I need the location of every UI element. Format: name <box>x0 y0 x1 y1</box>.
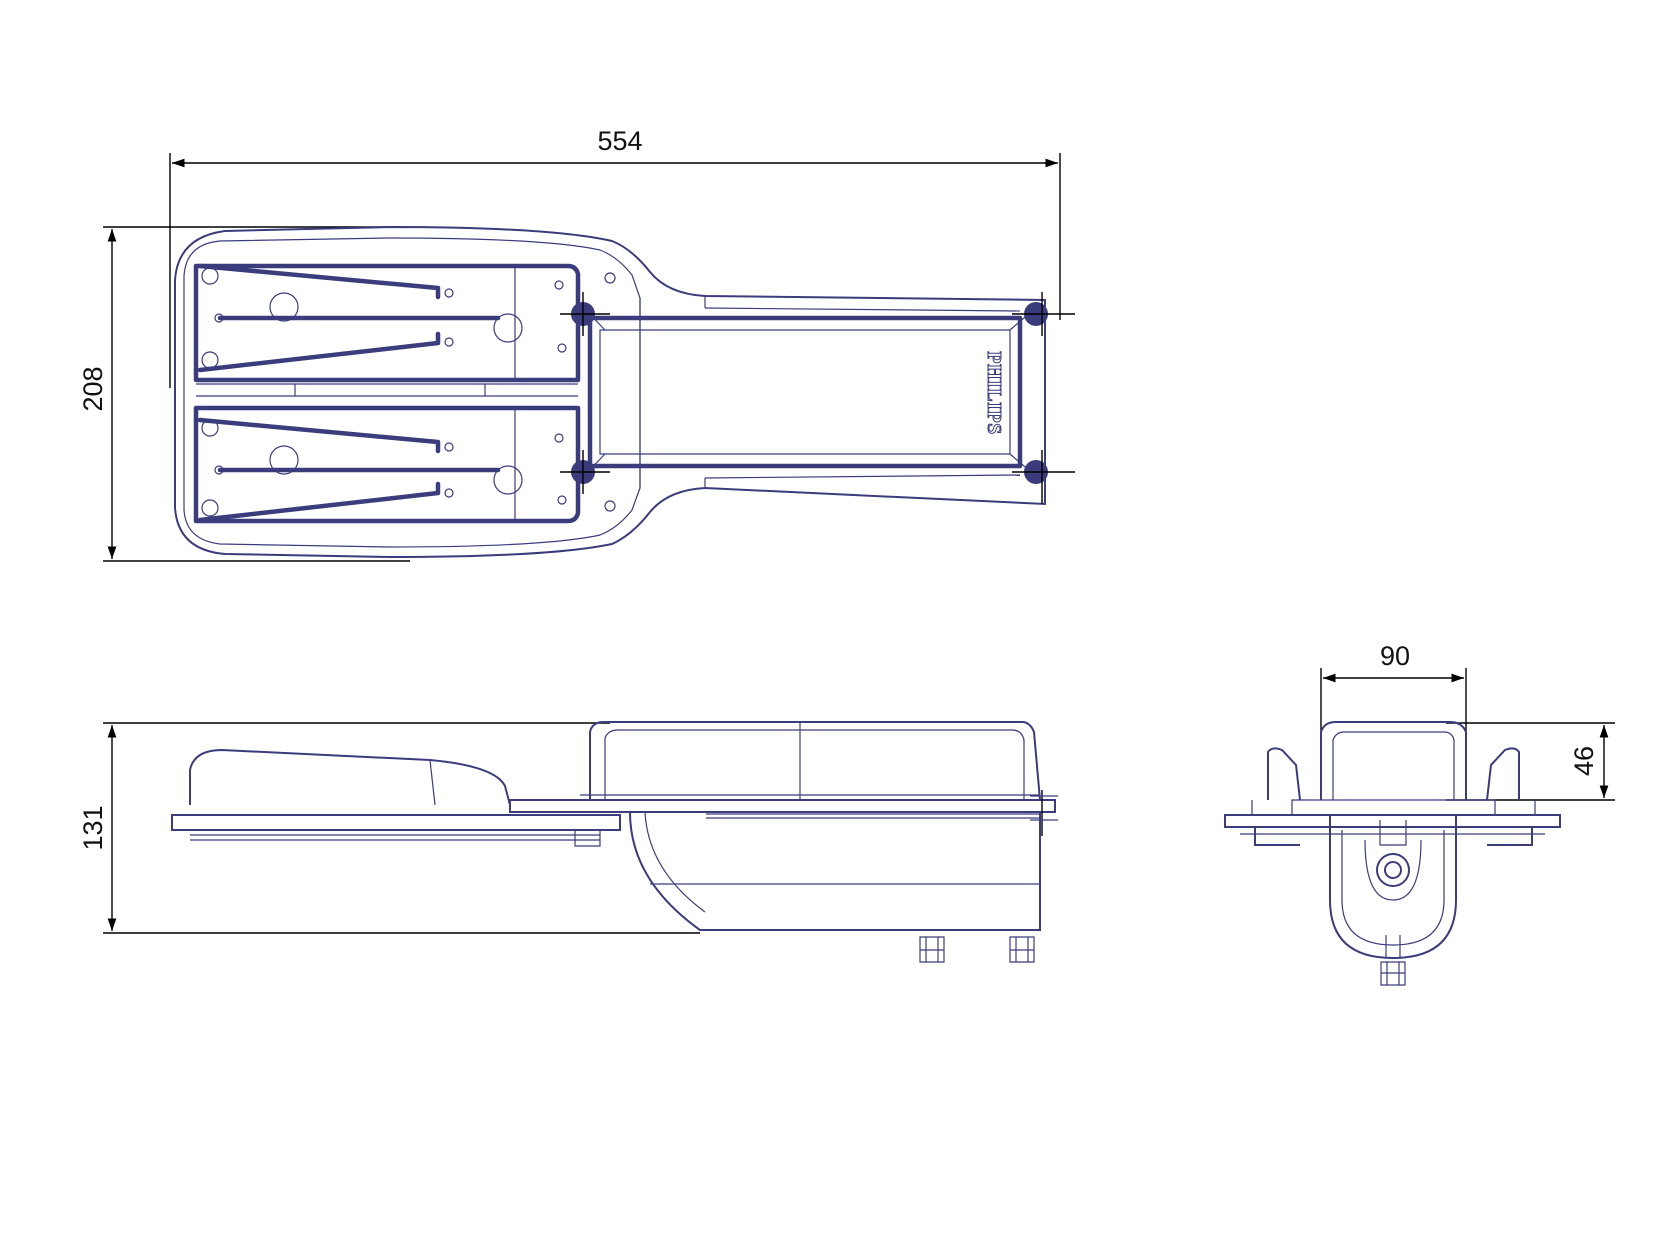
end-view: 90 46 <box>1224 641 1615 986</box>
bracket-width-label: 90 <box>1380 641 1410 671</box>
mounting-frame: PHILIPS <box>560 292 1075 504</box>
height-label: 131 <box>78 805 108 850</box>
gear-tray-lower <box>193 405 616 524</box>
bracket-height-label: 46 <box>1569 746 1599 776</box>
height-dimension: 131 <box>78 722 700 934</box>
gear-tray-upper <box>193 263 616 397</box>
width-label: 208 <box>78 366 108 411</box>
luminaire-side-outline <box>171 721 1058 963</box>
side-view: 131 <box>78 721 1058 963</box>
length-label: 554 <box>597 126 642 156</box>
length-dimension: 554 <box>169 126 1061 388</box>
brand-logo-text: PHILIPS <box>983 351 1005 435</box>
luminaire-end-outline <box>1224 721 1561 986</box>
bracket-height-dimension: 46 <box>1446 722 1615 801</box>
top-view: 554 208 <box>78 126 1075 562</box>
bracket-width-dimension: 90 <box>1320 641 1467 735</box>
width-dimension: 208 <box>78 226 410 562</box>
